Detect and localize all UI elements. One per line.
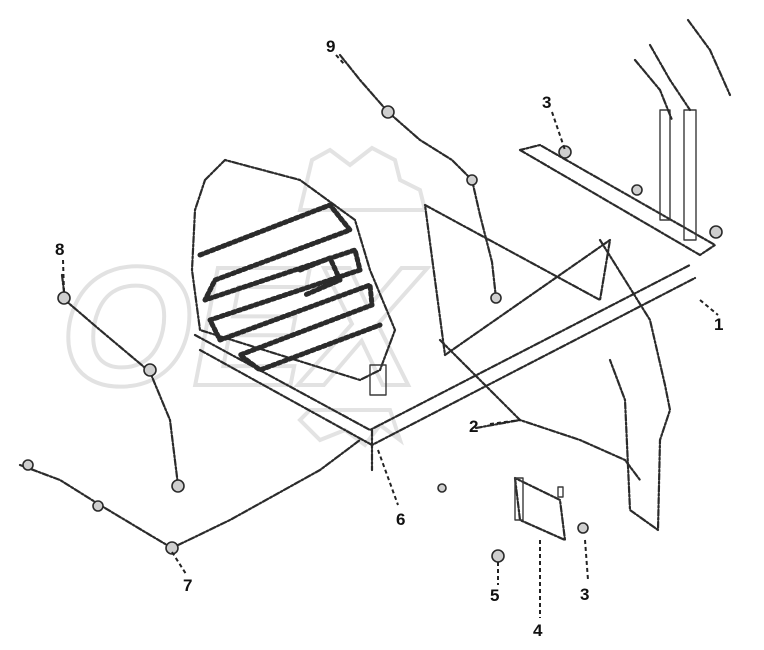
callout-3-top: 3 bbox=[542, 93, 551, 112]
plate-part-4 bbox=[513, 476, 567, 542]
callout-7: 7 bbox=[183, 576, 192, 595]
clip-icon bbox=[22, 459, 34, 471]
post-right bbox=[683, 109, 697, 241]
plate-edge bbox=[514, 477, 524, 521]
washer-icon bbox=[437, 483, 447, 493]
bracket-center bbox=[369, 364, 387, 396]
floor-heater-panel bbox=[190, 158, 397, 382]
nut-icon bbox=[491, 549, 505, 563]
leader-6 bbox=[377, 449, 399, 506]
callout-2: 2 bbox=[469, 417, 478, 436]
small-parts bbox=[437, 476, 589, 563]
cable-upper bbox=[338, 53, 502, 304]
cable-left bbox=[57, 273, 185, 493]
pin-icon bbox=[557, 486, 564, 498]
leader-lines bbox=[62, 54, 719, 618]
bolt-icon bbox=[631, 184, 643, 196]
clip-icon bbox=[490, 292, 502, 304]
leader-2 bbox=[489, 419, 521, 425]
callout-6: 6 bbox=[396, 510, 405, 529]
clip-icon bbox=[92, 500, 104, 512]
leader-3b bbox=[584, 539, 589, 581]
center-bracket-panel bbox=[423, 203, 612, 357]
frame-rail bbox=[193, 263, 697, 472]
callout-1: 1 bbox=[714, 315, 723, 334]
leader-3a bbox=[551, 111, 566, 151]
post-left bbox=[659, 109, 671, 221]
cable-lower-left bbox=[18, 438, 362, 555]
callout-3-bottom: 3 bbox=[580, 585, 589, 604]
bolt-icon bbox=[558, 145, 572, 159]
leader-9 bbox=[335, 54, 346, 66]
callout-4: 4 bbox=[533, 621, 543, 640]
clip-icon bbox=[143, 363, 157, 377]
callouts: 1 2 3 3 4 5 6 7 8 9 bbox=[55, 37, 723, 640]
bolt-icon bbox=[577, 522, 589, 534]
callout-5: 5 bbox=[490, 586, 499, 605]
clip-icon bbox=[165, 541, 179, 555]
leader-7 bbox=[171, 551, 187, 575]
right-frame bbox=[518, 18, 732, 532]
clip-icon bbox=[171, 479, 185, 493]
leader-8 bbox=[62, 259, 65, 293]
bolt-icon bbox=[709, 225, 723, 239]
clip-icon bbox=[381, 105, 395, 119]
leader-1 bbox=[699, 299, 719, 316]
clip-icon bbox=[466, 174, 478, 186]
callout-8: 8 bbox=[55, 240, 64, 259]
callout-9: 9 bbox=[326, 37, 335, 56]
clip-icon bbox=[57, 291, 71, 305]
